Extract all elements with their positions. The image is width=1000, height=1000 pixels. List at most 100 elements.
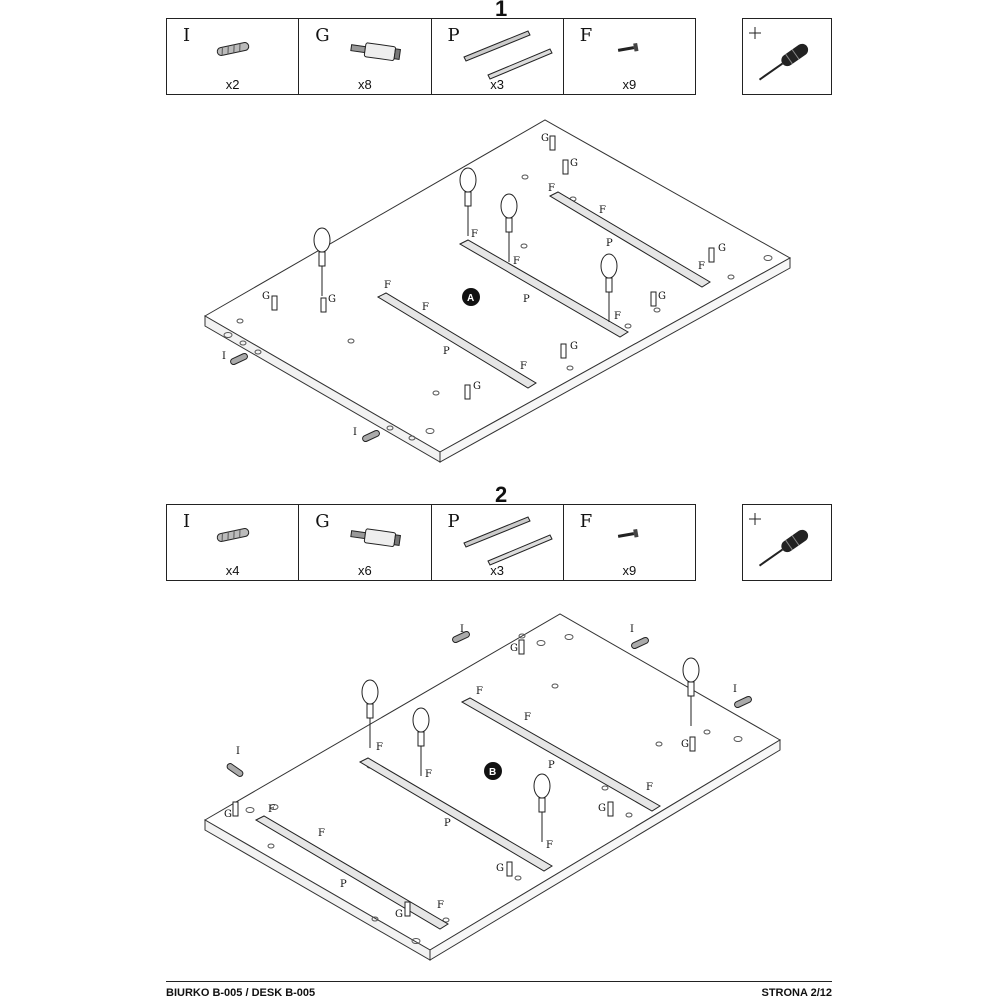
phillips-screwdriver-icon (749, 27, 809, 81)
part-letter: G (315, 25, 330, 46)
bolt-label: G (510, 643, 518, 654)
part-quantity: x3 (490, 563, 504, 578)
footer-page-number: STRONA 2/12 (761, 987, 832, 999)
cam-bolt-icon (350, 528, 402, 547)
dowel-label: I (630, 624, 634, 635)
screw-label: F (548, 183, 555, 194)
slide-label: P (606, 238, 613, 249)
parts-table: I x2 G x8 P x3 F (166, 18, 696, 95)
part-letter: F (579, 511, 593, 532)
screw-label: F (437, 900, 444, 911)
part-quantity: x6 (358, 563, 372, 578)
assembly-diagram-step-2: G G G G G G I I I I P P P F F F F F F F … (204, 613, 781, 961)
step-marker-letter: B (489, 767, 496, 778)
part-cell-bolt: G x6 (299, 505, 432, 580)
part-letter: I (183, 511, 191, 532)
bolt-label: G (570, 158, 578, 169)
bolt-label: G (328, 294, 336, 305)
part-quantity: x4 (225, 563, 240, 578)
part-letter: G (315, 511, 330, 532)
slide-label: P (523, 294, 530, 305)
screw-label: F (524, 712, 531, 723)
tool-box (742, 18, 832, 95)
bolt-label: G (541, 133, 549, 144)
bolt-label: G (496, 863, 504, 874)
part-cell-bolt: G x8 (299, 19, 432, 94)
bolt-label: G (718, 243, 726, 254)
part-labels: G G G G G G G G I I P P P F F F F F F F … (222, 133, 726, 438)
dowel-marks (226, 630, 752, 777)
step-marker-circle (484, 762, 502, 780)
dowel-label: I (733, 684, 737, 695)
tool-box (742, 504, 832, 581)
slide-label: P (443, 346, 450, 357)
dowel-label: I (236, 746, 240, 757)
dowel-label: I (222, 351, 226, 362)
cam-bolt-marks (232, 639, 696, 917)
part-letter: F (579, 25, 593, 46)
screw-label: F (599, 205, 606, 216)
screw-label: F (422, 302, 429, 313)
step-marker-circle (462, 288, 480, 306)
part-labels: G G G G G G I I I I P P P F F F F F F F … (224, 624, 737, 920)
footer-divider (166, 981, 832, 982)
bolt-label: G (395, 909, 403, 920)
drawer-slide-rails (254, 697, 661, 930)
part-cell-dowel: I x4 (167, 505, 300, 580)
screw-icon (617, 42, 639, 52)
bolt-label: G (570, 341, 578, 352)
cam-bolt-marks (271, 135, 715, 400)
phillips-screwdriver-icon (749, 513, 809, 567)
slide-label: P (340, 879, 347, 890)
drawer-slide-icon (462, 516, 553, 566)
part-cell-slide: P x3 (432, 19, 564, 94)
screwdriver-icons (361, 657, 700, 842)
dowel-icon (216, 528, 250, 542)
part-cell-screw: F x9 (564, 505, 695, 580)
bolt-label: G (224, 809, 232, 820)
step-marker-letter: A (467, 293, 474, 304)
part-quantity: x9 (622, 563, 637, 578)
screw-label: F (318, 828, 325, 839)
dowel-icon (216, 42, 250, 56)
part-letter: P (447, 25, 460, 46)
bolt-label: G (473, 381, 481, 392)
bolt-label: G (598, 803, 606, 814)
screw-icon (617, 528, 639, 538)
screw-label: F (376, 742, 383, 753)
dowel-label: I (353, 427, 357, 438)
screw-label: F (476, 686, 483, 697)
screw-label: F (646, 782, 653, 793)
part-cell-dowel: I x2 (167, 19, 300, 94)
parts-table: I x4 G x6 P x3 F (166, 504, 696, 581)
step-number: 2 (495, 482, 508, 507)
part-cell-slide: P x3 (432, 505, 564, 580)
bolt-label: G (681, 739, 689, 750)
part-quantity: x2 (225, 77, 240, 92)
slide-label: P (548, 760, 555, 771)
footer-product-name: BIURKO B-005 / DESK B-005 (166, 987, 316, 999)
bolt-label: G (262, 291, 270, 302)
cam-bolt-icon (350, 42, 402, 61)
part-letter: I (183, 25, 191, 46)
part-cell-screw: F x9 (564, 19, 695, 94)
screw-label: F (471, 229, 478, 240)
part-letter: P (447, 511, 460, 532)
screw-label: F (513, 256, 520, 267)
drawer-slide-rails (376, 191, 711, 389)
dowel-label: I (460, 624, 464, 635)
dowel-marks (230, 352, 380, 443)
screw-label: F (698, 261, 705, 272)
step-number: 1 (495, 0, 508, 21)
screw-label: F (546, 840, 553, 851)
slide-label: P (444, 818, 451, 829)
screw-label: F (614, 311, 621, 322)
part-quantity: x3 (490, 77, 504, 92)
screw-label: F (384, 280, 391, 291)
part-quantity: x9 (622, 77, 637, 92)
assembly-diagram-step-1: G G G G G G G G I I P P P F F F F F F F … (204, 119, 792, 463)
screw-label: F (268, 804, 275, 815)
bolt-label: G (658, 291, 666, 302)
screw-label: F (425, 769, 432, 780)
screw-label: F (520, 361, 527, 372)
